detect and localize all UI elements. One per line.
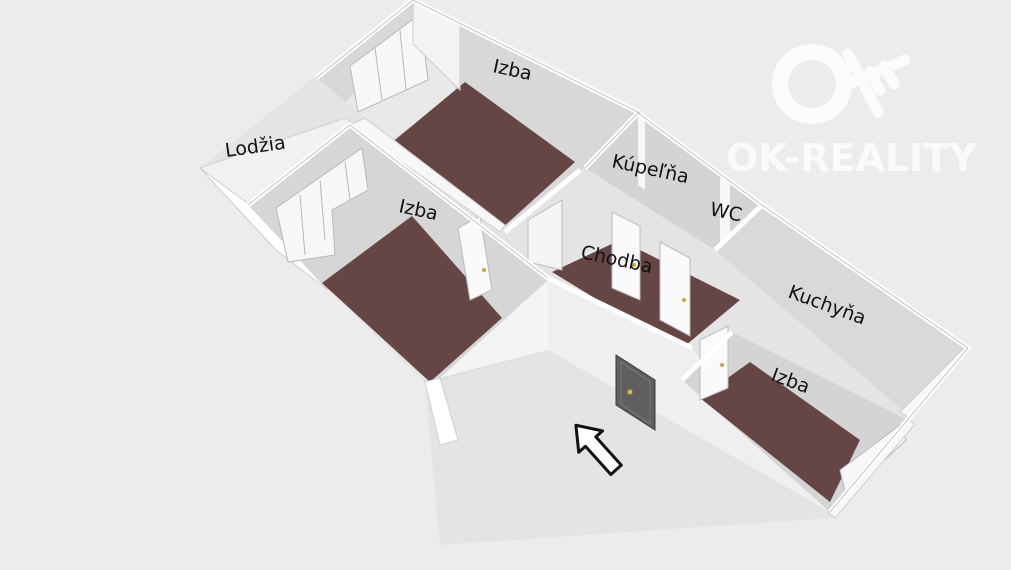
wall-left-corner — [424, 377, 459, 446]
wall-bath-left — [638, 113, 645, 190]
room-izba-left-floor — [322, 216, 502, 382]
door-chodba-left — [527, 199, 563, 271]
room-izba-bottom-floor — [700, 362, 860, 502]
door-kupelna — [611, 211, 641, 301]
watermark-text: OK-REALITY — [726, 136, 977, 180]
wall-left-divider — [349, 117, 506, 233]
wall-left-front — [425, 280, 548, 382]
window-top — [349, 13, 429, 113]
door-wc — [659, 241, 691, 337]
room-chodba-floor — [552, 240, 740, 350]
window-left — [275, 147, 369, 263]
entrance-door — [615, 354, 656, 431]
entrance-arrow-icon — [574, 423, 623, 477]
room-izba-top-floor — [395, 82, 575, 230]
watermark-logo — [772, 44, 911, 124]
wall-chodba-front — [548, 278, 830, 512]
wall-edges — [247, 0, 969, 513]
room-bath-walls — [585, 113, 762, 250]
room-kuchyna-walls — [715, 205, 968, 412]
